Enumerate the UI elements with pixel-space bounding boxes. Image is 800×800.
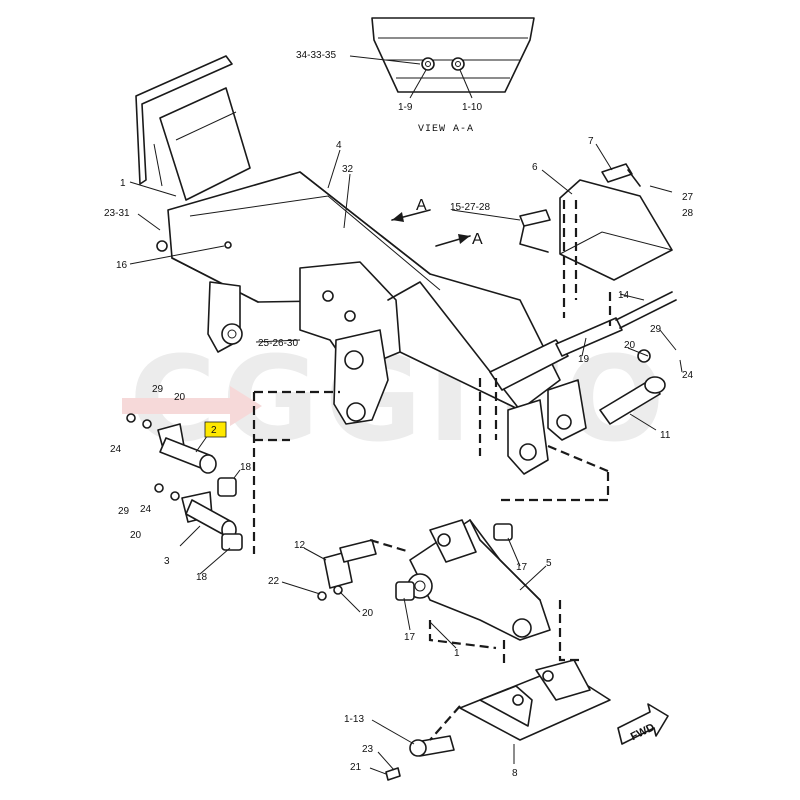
callout-18-upper: 18 (240, 462, 252, 473)
callout-28: 28 (682, 208, 694, 219)
section-arrows (391, 209, 471, 247)
callout-6: 6 (532, 162, 538, 173)
callout-29-lower: 29 (118, 506, 130, 517)
callout-27: 27 (682, 192, 694, 203)
boom-frame (156, 171, 587, 475)
callout-view-1-9: 1-9 (398, 102, 413, 113)
callout-20-right: 20 (624, 340, 636, 351)
callout-24-right: 24 (682, 370, 694, 381)
callout-4: 4 (336, 140, 342, 151)
callout-20-mid: 20 (362, 608, 374, 619)
callout-1-lower: 1 (454, 648, 460, 659)
callout-1: 1 (120, 178, 126, 189)
callout-1-13: 1-13 (344, 714, 364, 725)
section-marker-top: A (416, 197, 427, 214)
callout-32: 32 (342, 164, 354, 175)
pin-12 (317, 539, 377, 601)
callout-24-left: 24 (110, 444, 122, 455)
callout-16: 16 (116, 260, 128, 271)
callout-3: 3 (164, 556, 170, 567)
relation-lines (252, 200, 612, 741)
left-pin-assembly (126, 413, 243, 551)
callout-view-34-33-35: 34-33-35 (296, 50, 336, 61)
callout-view-1-10: 1-10 (462, 102, 482, 113)
callout-21: 21 (350, 762, 362, 773)
view-aa-inset (349, 17, 535, 99)
section-marker-bottom: A (472, 231, 483, 248)
leader-lines (129, 143, 683, 775)
fwd-arrow (617, 703, 669, 745)
callout-14: 14 (618, 290, 630, 301)
callout-2-highlighted: 2 (211, 425, 217, 436)
callout-8: 8 (512, 768, 518, 779)
callout-18-lower: 18 (196, 572, 208, 583)
callout-12: 12 (294, 540, 306, 551)
callout-17-right: 17 (516, 562, 528, 573)
callout-24-lower: 24 (140, 504, 152, 515)
callout-20-lower: 20 (130, 530, 142, 541)
callout-19: 19 (578, 354, 590, 365)
upper-cover (519, 163, 673, 281)
highlight-box (204, 421, 227, 438)
callout-5: 5 (546, 558, 552, 569)
watermark-arrow (122, 386, 262, 426)
callout-29-left: 29 (152, 384, 164, 395)
callout-23-31: 23-31 (104, 208, 130, 219)
callout-7: 7 (588, 136, 594, 147)
base-plate-8 (385, 659, 611, 781)
callout-23: 23 (362, 744, 374, 755)
back-plate (135, 55, 251, 201)
callout-17-mid: 17 (404, 632, 416, 643)
callout-20-left: 20 (174, 392, 186, 403)
bracket-5 (395, 519, 551, 641)
callout-11: 11 (660, 430, 671, 441)
callout-29-right: 29 (650, 324, 662, 335)
callout-25-26-30: 25-26-30 (258, 338, 298, 349)
callout-15-27-28: 15-27-28 (450, 202, 490, 213)
callout-22: 22 (268, 576, 280, 587)
view-title: VIEW A-A (418, 124, 474, 135)
cylinder-assembly (489, 291, 677, 391)
